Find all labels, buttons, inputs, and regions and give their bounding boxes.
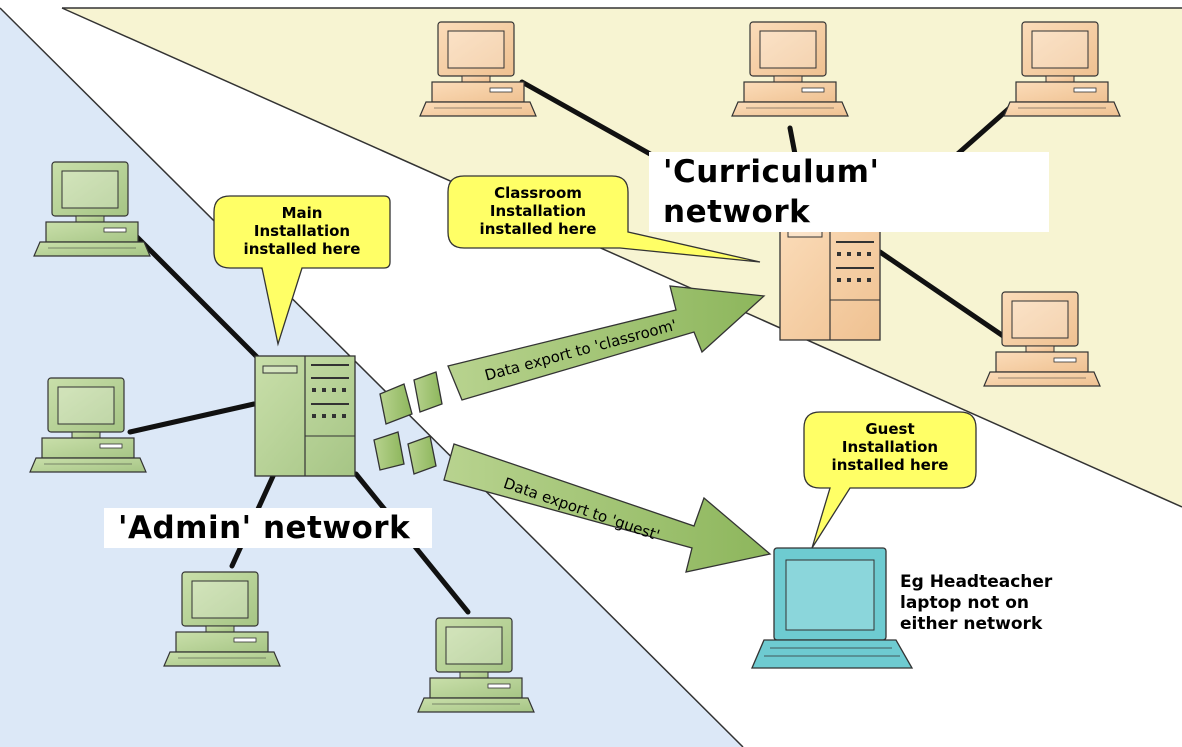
guest-callout-text: Guest Installation installed here — [831, 420, 949, 474]
arrow-to-guest — [373, 431, 772, 573]
laptop-note: Eg Headteacher laptop not on either netw… — [900, 572, 1053, 634]
guest-callout — [803, 411, 977, 549]
arrow-to-classroom — [379, 285, 766, 425]
curriculum-network-label: 'Curriculum' network — [649, 152, 1049, 232]
classroom-callout — [447, 175, 761, 263]
curriculum-server-icon — [779, 219, 881, 341]
main-callout — [213, 195, 391, 347]
admin-network-label: 'Admin' network — [104, 508, 432, 548]
main-callout-text: Main Installation installed here — [243, 204, 361, 258]
admin-server-icon — [254, 355, 356, 477]
classroom-callout-text: Classroom Installation installed here — [479, 184, 597, 238]
laptop-icon — [751, 547, 914, 669]
